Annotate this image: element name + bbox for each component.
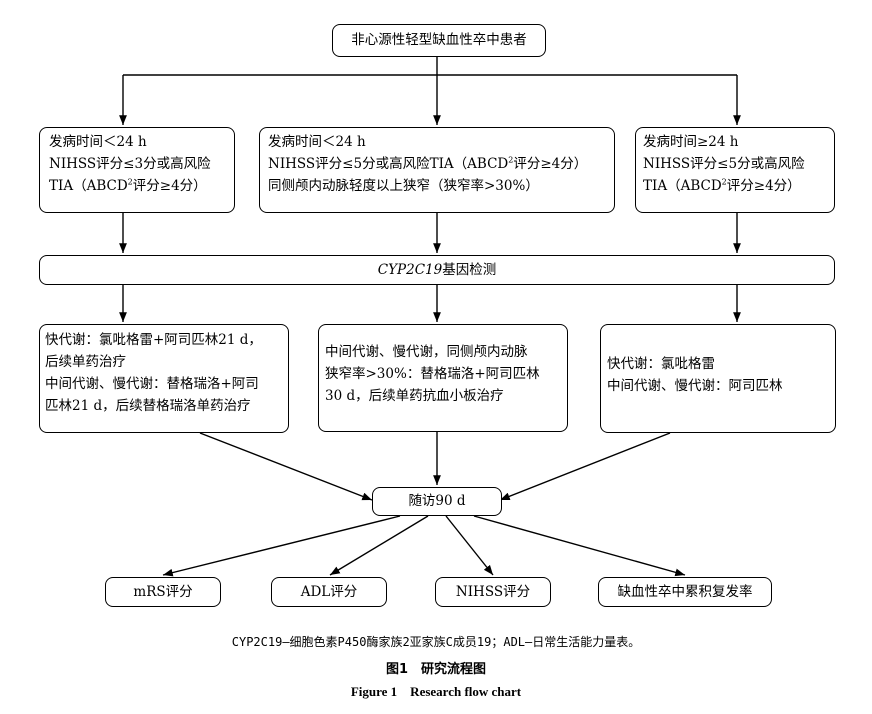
figure-title-en: Figure 1 Research flow chart [350, 684, 522, 699]
treatment-left-line-3: 中间代谢、慢代谢：替格瑞洛+阿司 [45, 376, 259, 392]
criteria-left-line-3: TIA（ABCD2评分≥4分） [49, 177, 207, 194]
outcome-nihss-label: NIHSS评分 [455, 584, 531, 600]
arrow-right-to-followup [499, 432, 671, 501]
followup-node: 随访90 d [372, 487, 502, 516]
criteria-right-line-2: NIHSS评分≤5分或高风险 [643, 156, 805, 172]
outcome-mrs-label: mRS评分 [133, 584, 193, 600]
root-label: 非心源性轻型缺血性卒中患者 [351, 32, 527, 48]
treatment-left-line-2: 后续单药治疗 [45, 354, 126, 370]
outcome-recurrence-node: 缺血性卒中累积复发率 [598, 577, 772, 607]
treatment-mid-line-3: 30 d，后续单药抗血小板治疗 [325, 388, 504, 404]
criteria-mid-node: 发病时间＜24 h NIHSS评分≤5分或高风险TIA（ABCD2评分≥4分） … [259, 127, 615, 213]
criteria-mid-line-2: NIHSS评分≤5分或高风险TIA（ABCD2评分≥4分） [268, 155, 588, 172]
treatment-left-line-4: 匹林21 d，后续替格瑞洛单药治疗 [45, 398, 251, 414]
root-node: 非心源性轻型缺血性卒中患者 [332, 24, 546, 57]
arrow-followup-to-recurrence [473, 515, 686, 577]
arrow-followup-to-nihss [445, 515, 494, 576]
criteria-mid-line-3: 同侧颅内动脉轻度以上狭窄（狭窄率>30%） [268, 178, 539, 194]
followup-label: 随访90 d [408, 493, 466, 509]
criteria-right-line-3: TIA（ABCD2评分≥4分） [643, 177, 801, 194]
arrow-followup-to-adl [329, 515, 429, 576]
criteria-mid-line-1: 发病时间＜24 h [268, 134, 366, 150]
criteria-right-line-1: 发病时间≥24 h [643, 134, 739, 150]
treatment-left-line-1: 快代谢：氯吡格雷+阿司匹林21 d， [45, 332, 262, 348]
arrow-left-to-followup [199, 432, 373, 501]
outcome-adl-node: ADL评分 [271, 577, 387, 607]
outcome-mrs-node: mRS评分 [105, 577, 221, 607]
treatment-mid-line-2: 狭窄率>30%：替格瑞洛+阿司匹林 [325, 366, 540, 382]
treatment-right-node: 快代谢：氯吡格雷 中间代谢、慢代谢：阿司匹林 [600, 324, 836, 433]
gene-test-label: 基因检测 [442, 262, 497, 278]
figure-footnote: CYP2C19—细胞色素P450酶家族2亚家族C成员19；ADL—日常生活能力量… [231, 635, 641, 649]
gene-test-node: CYP2C19基因检测 [39, 255, 835, 285]
outcome-recurrence-label: 缺血性卒中累积复发率 [617, 584, 753, 600]
arrow-followup-to-mrs [162, 515, 401, 577]
treatment-right-line-2: 中间代谢、慢代谢：阿司匹林 [607, 378, 783, 394]
gene-name: CYP2C19 [377, 262, 443, 278]
criteria-left-node: 发病时间＜24 h NIHSS评分≤3分或高风险 TIA（ABCD2评分≥4分） [39, 127, 235, 213]
criteria-right-node: 发病时间≥24 h NIHSS评分≤5分或高风险 TIA（ABCD2评分≥4分） [635, 127, 835, 213]
treatment-left-node: 快代谢：氯吡格雷+阿司匹林21 d， 后续单药治疗 中间代谢、慢代谢：替格瑞洛+… [39, 324, 289, 433]
treatment-mid-node: 中间代谢、慢代谢，同侧颅内动脉 狭窄率>30%：替格瑞洛+阿司匹林 30 d，后… [318, 324, 568, 432]
criteria-left-line-1: 发病时间＜24 h [49, 134, 147, 150]
outcome-adl-label: ADL评分 [300, 584, 358, 600]
treatment-mid-line-1: 中间代谢、慢代谢，同侧颅内动脉 [325, 344, 528, 360]
criteria-left-line-2: NIHSS评分≤3分或高风险 [49, 156, 211, 172]
treatment-right-line-1: 快代谢：氯吡格雷 [607, 356, 715, 372]
outcome-nihss-node: NIHSS评分 [435, 577, 551, 607]
figure-title-cn: 图1 研究流程图 [385, 662, 487, 677]
